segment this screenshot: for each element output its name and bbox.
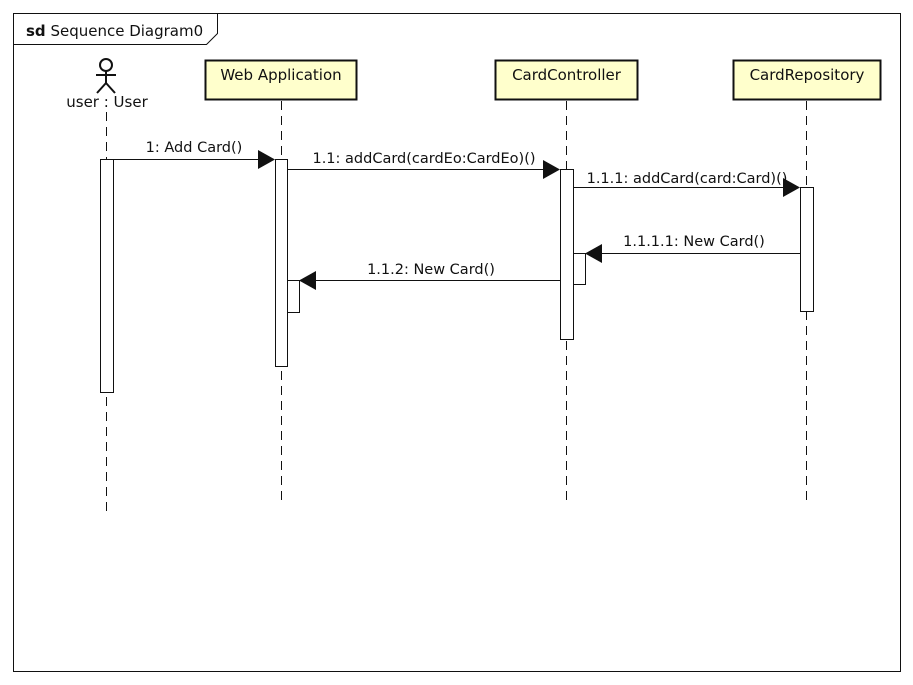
message-label: 1.1.1.1: New Card()	[623, 234, 765, 250]
lifeline-label: CardRepository	[750, 66, 865, 84]
diagram-frame	[13, 13, 901, 672]
lifeline-head-card-repository[interactable]: CardRepository	[732, 59, 882, 101]
activation-bar-card-repository	[800, 187, 814, 312]
activation-bar-user	[100, 159, 114, 393]
activation-bar-card-controller-nested	[573, 253, 586, 285]
message-add-card[interactable]: 1: Add Card()	[113, 140, 275, 169]
frame-title: sd Sequence Diagram0	[26, 22, 203, 40]
message-label: 1.1.1: addCard(card:Card)()	[587, 171, 788, 187]
lifeline-box	[732, 59, 882, 101]
lifeline-head-card-controller[interactable]: CardController	[494, 59, 639, 101]
message-new-card-controller[interactable]: 1.1.2: New Card()	[299, 262, 560, 290]
stick-figure-icon	[96, 58, 116, 94]
message-new-card-repository[interactable]: 1.1.1.1: New Card()	[585, 234, 800, 263]
lifeline-box	[494, 59, 639, 101]
activation-bar-web-application-nested	[287, 280, 300, 313]
message-add-card-card[interactable]: 1.1.1: addCard(card:Card)()	[573, 171, 800, 197]
lifeline-head-web-application[interactable]: Web Application	[204, 59, 358, 101]
message-add-card-cardeo[interactable]: 1.1: addCard(cardEo:CardEo)()	[287, 151, 560, 179]
arrowhead-icon	[783, 178, 800, 197]
arrowhead-icon	[585, 244, 602, 263]
frame-name: Sequence Diagram0	[50, 22, 203, 40]
frame-keyword: sd	[26, 22, 46, 40]
message-label: 1.1.2: New Card()	[367, 262, 495, 278]
message-label: 1: Add Card()	[146, 140, 243, 156]
lifeline-label: Web Application	[220, 66, 341, 84]
arrowhead-icon	[258, 150, 275, 169]
lifeline-label: CardController	[512, 66, 622, 84]
arrowhead-icon	[543, 160, 560, 179]
arrowhead-icon	[299, 271, 316, 290]
activation-bar-web-application	[275, 159, 288, 367]
actor-label: user : User	[66, 93, 148, 111]
lifeline-box	[204, 59, 358, 101]
frame-title-tab	[13, 13, 218, 45]
actor-user[interactable]: user : User	[66, 58, 149, 111]
activation-bar-card-controller	[560, 169, 574, 340]
message-label: 1.1: addCard(cardEo:CardEo)()	[312, 151, 535, 167]
